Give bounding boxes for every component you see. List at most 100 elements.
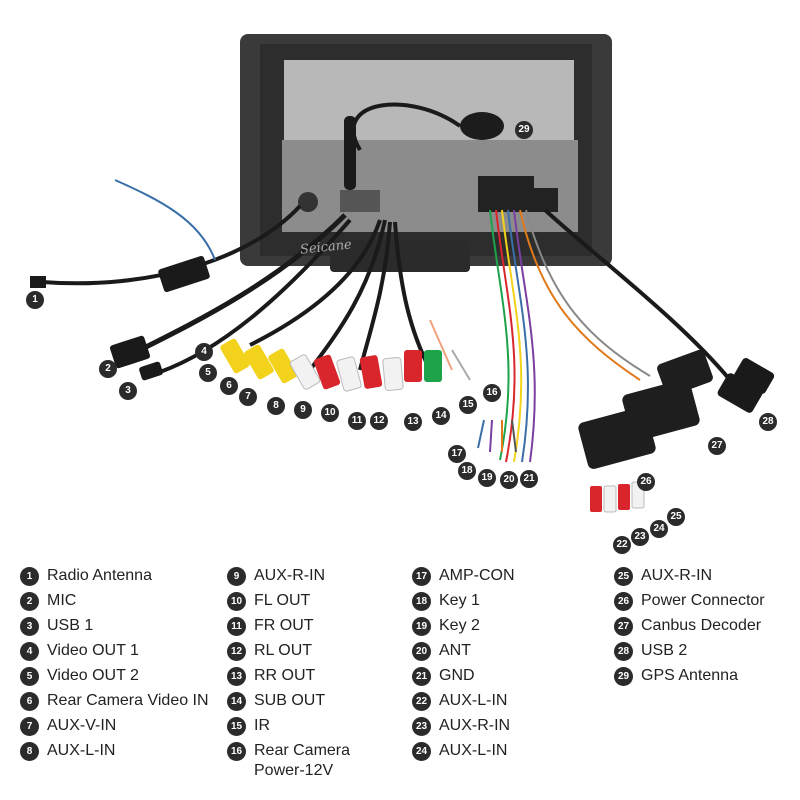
callout-badge: 1 [26, 291, 44, 309]
callout-badge: 3 [119, 382, 137, 400]
legend-item: 16 Rear Camera Power-12V [227, 741, 350, 779]
callout-badge: 6 [220, 377, 238, 395]
legend-item: 22 AUX-L-IN [412, 691, 515, 716]
legend-number-badge: 4 [20, 642, 39, 661]
legend-label: AUX-L-IN [439, 692, 508, 709]
legend-number-badge: 21 [412, 667, 431, 686]
legend-number-badge: 14 [227, 692, 246, 711]
callout-badge: 17 [448, 445, 466, 463]
legend-label: GPS Antenna [641, 667, 738, 684]
legend-label: Canbus Decoder [641, 617, 762, 634]
legend-number-badge: 2 [20, 592, 39, 611]
usb-2-cable [543, 208, 732, 382]
radio-antenna-socket [298, 192, 318, 212]
legend-label: GND [439, 667, 475, 684]
legend-label: MIC [47, 592, 77, 609]
usb-2-plug [717, 373, 763, 413]
legend-number-badge: 7 [20, 717, 39, 736]
wire-ends [429, 319, 517, 453]
callout-badge: 8 [267, 397, 285, 415]
legend-number-badge: 27 [614, 617, 633, 636]
legend-item: 1 Radio Antenna [20, 566, 209, 591]
legend-item: 5 Video OUT 2 [20, 666, 209, 691]
callout-badge: 7 [239, 388, 257, 406]
legend-number-badge: 20 [412, 642, 431, 661]
callout-badge: 22 [613, 536, 631, 554]
legend-number-badge: 10 [227, 592, 246, 611]
legend-number-badge: 18 [412, 592, 431, 611]
callout-badge: 15 [459, 396, 477, 414]
rear-rca-plugs [590, 481, 645, 513]
callout-badge: 16 [483, 384, 501, 402]
legend-number-badge: 19 [412, 617, 431, 636]
legend-item: 27 Canbus Decoder [614, 616, 765, 641]
mic-cable-blue [114, 179, 216, 261]
mic-cable [159, 218, 352, 374]
usb-cable [138, 213, 347, 353]
legend-number-badge: 5 [20, 667, 39, 686]
legend-label: AUX-R-IN [439, 717, 511, 734]
callout-badge: 2 [99, 360, 117, 378]
callout-badge: 19 [478, 469, 496, 487]
callout-badge: 9 [294, 401, 312, 419]
product-photo [30, 34, 775, 513]
radio-antenna-plug [30, 276, 46, 288]
legend-number-badge: 3 [20, 617, 39, 636]
legend-number-badge: 29 [614, 667, 633, 686]
legend-number-badge: 15 [227, 717, 246, 736]
legend-item: 21 GND [412, 666, 515, 691]
callout-badge: 20 [500, 471, 518, 489]
legend-item: 10 FL OUT [227, 591, 350, 616]
callout-badge: 18 [458, 462, 476, 480]
legend-label: Video OUT 2 [47, 667, 139, 684]
legend-label: AUX-R-IN [254, 567, 326, 584]
legend-item: 15 IR [227, 716, 350, 741]
gps-antenna [460, 112, 504, 140]
callout-badge: 29 [515, 121, 533, 139]
legend-number-badge: 26 [614, 592, 633, 611]
video-connector-block [340, 190, 380, 212]
power-connector-2 [622, 379, 700, 441]
wifi-antenna [344, 116, 356, 190]
legend-label: Rear Camera Power-12V [254, 742, 351, 779]
callout-badge: 24 [650, 520, 668, 538]
legend-number-badge: 11 [227, 617, 246, 636]
legend-label: RL OUT [254, 642, 313, 659]
rca-plugs [220, 338, 442, 392]
legend-number-badge: 25 [614, 567, 633, 586]
callout-badge: 25 [667, 508, 685, 526]
legend-label: IR [254, 717, 270, 734]
legend-number-badge: 16 [227, 742, 246, 761]
legend-number-badge: 1 [20, 567, 39, 586]
legend-number-badge: 22 [412, 692, 431, 711]
callout-badge: 14 [432, 407, 450, 425]
callout-badge: 4 [195, 343, 213, 361]
legend-number-badge: 12 [227, 642, 246, 661]
legend-label: Video OUT 1 [47, 642, 139, 659]
legend-label: RR OUT [254, 667, 316, 684]
callout-badge: 11 [348, 412, 366, 430]
legend-label: Radio Antenna [47, 567, 152, 584]
usb-connector-block [532, 188, 558, 212]
callout-badge: 23 [631, 528, 649, 546]
callout-badge: 28 [759, 413, 777, 431]
legend-label: USB 2 [641, 642, 688, 659]
callout-badge: 27 [708, 437, 726, 455]
legend-label: FL OUT [254, 592, 311, 609]
legend-label: AUX-L-IN [439, 742, 508, 759]
